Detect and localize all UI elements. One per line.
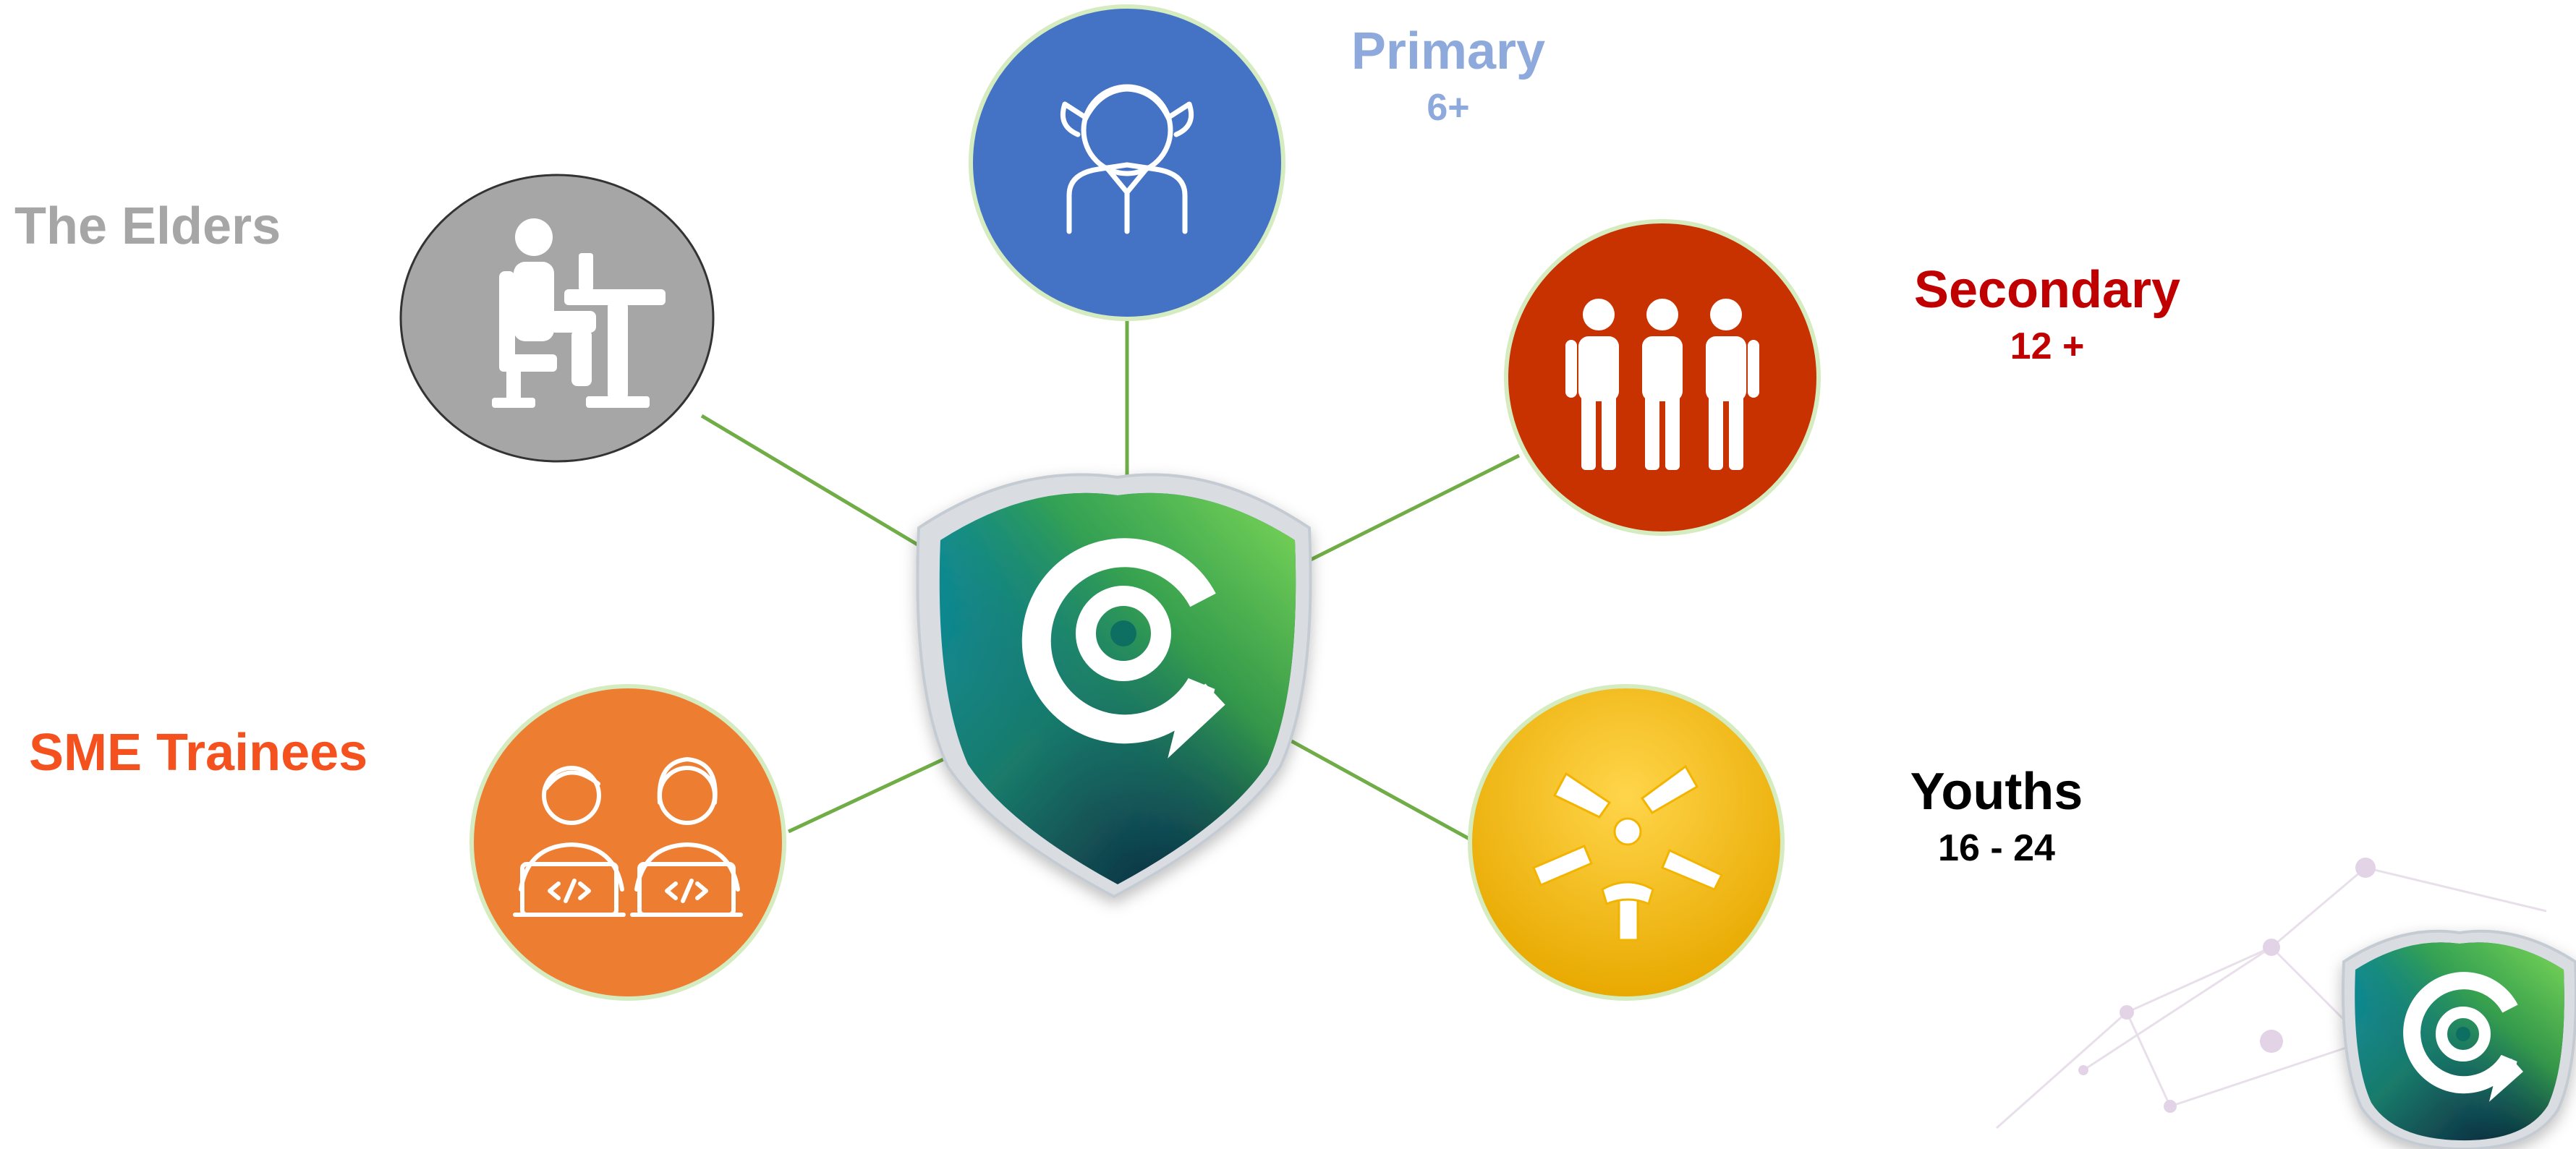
connector-secondary [1301, 453, 1521, 566]
elders-name: The Elders [14, 197, 281, 255]
youths-name: Youths [1910, 763, 2083, 821]
person-at-desk-icon [492, 218, 666, 408]
label-secondary: Secondary 12 + [1888, 259, 2206, 372]
girl-student-icon [1060, 84, 1194, 234]
network-decoration [1996, 866, 2547, 1129]
three-people-icon [1565, 299, 1759, 470]
primary-node [969, 4, 1285, 321]
secondary-name: Secondary [1913, 261, 2181, 319]
network-nodes [2078, 858, 2376, 1113]
youths-node [1468, 684, 1785, 1001]
shield-logo-small-icon [2342, 929, 2576, 1149]
label-primary: Primary 6+ [1318, 20, 1578, 133]
label-elders: The Elders [14, 195, 289, 257]
connector-youths [1257, 721, 1477, 845]
sme-name: SME Trainees [29, 724, 368, 782]
two-coders-laptops-icon [513, 757, 743, 917]
label-sme: SME Trainees [29, 722, 368, 784]
secondary-node [1504, 219, 1821, 536]
secondary-age: 12 + [2010, 325, 2085, 367]
primary-age: 6+ [1427, 87, 1470, 129]
elders-node [399, 174, 715, 463]
sme-node [469, 684, 786, 1001]
primary-name: Primary [1351, 22, 1546, 80]
joined-hands-icon [1532, 764, 1724, 941]
shield-logo-icon [916, 473, 1312, 899]
youths-age: 16 - 24 [1938, 827, 2055, 869]
label-youths: Youths 16 - 24 [1852, 761, 2141, 874]
